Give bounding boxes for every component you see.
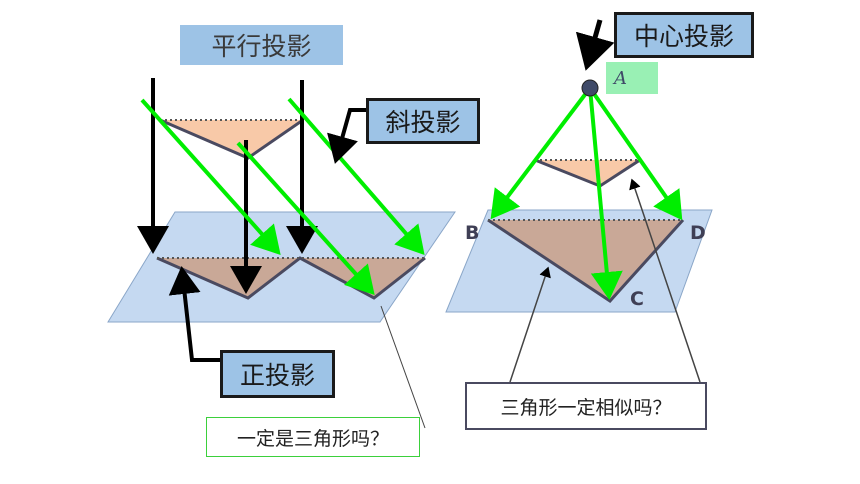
right-shadow-edges [487,218,685,303]
central-ray-to-d [588,86,683,221]
projection-center-point [581,79,599,97]
parallel-projection-label: 平行投影 [180,25,343,65]
point-b-label: B [465,222,480,244]
central-ray-to-c [588,87,623,300]
central-label-pointer [575,19,615,71]
orthographic-projection-label: 正投影 [220,350,335,398]
similar-question-box: 三角形一定相似吗？ [465,382,707,430]
oblique-ray-1 [140,98,281,255]
triangle-question-pointer [380,305,426,429]
oblique-ray-3 [287,97,425,256]
oblique-ray-2 [236,141,375,295]
right-original-triangle [535,160,640,186]
point-a-text: A [614,67,627,89]
left-shadow-edges [156,256,426,300]
similar-question-pointer-1 [509,266,551,383]
similar-question-pointer-2 [629,178,701,383]
oblique-label-pointer [327,108,366,164]
left-original-triangle [160,120,303,158]
central-ray-to-b [490,86,592,220]
point-c-label: C [630,288,644,310]
point-a-label: A [606,62,658,94]
right-shadow-triangle [488,220,683,301]
oblique-projection-label: 斜投影 [366,98,480,144]
central-projection-label: 中心投影 [614,12,754,58]
orthographic-label-pointer [168,266,220,362]
point-d-label: D [690,222,706,244]
triangle-question-box: 一定是三角形吗？ [206,417,420,457]
